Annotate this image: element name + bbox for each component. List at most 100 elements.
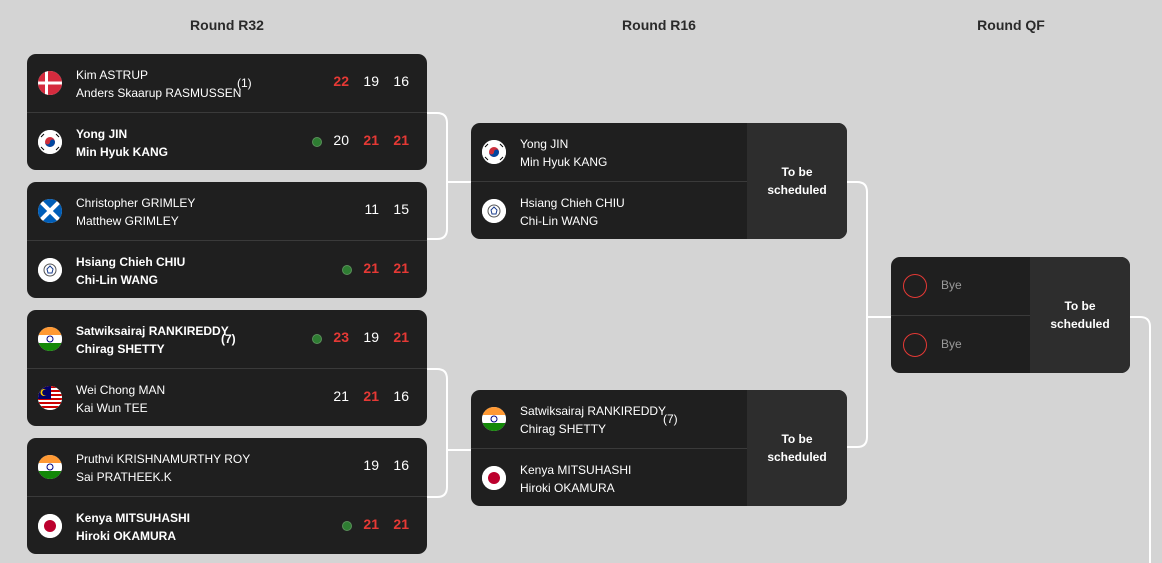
status-line: To be bbox=[1064, 299, 1096, 313]
r16-match-2[interactable]: Satwiksairaj RANKIREDDY Chirag SHETTY (7… bbox=[471, 390, 847, 506]
round-title-r16: Round R16 bbox=[622, 17, 696, 33]
status-line: scheduled bbox=[767, 183, 827, 197]
status-line: To be bbox=[781, 165, 813, 179]
r16-match-1-team-bottom[interactable]: Hsiang Chieh CHIU Chi-Lin WANG bbox=[471, 181, 747, 239]
player-name: Chirag SHETTY bbox=[520, 422, 607, 436]
match-status: To be scheduled bbox=[1030, 257, 1130, 373]
korea-flag-icon bbox=[482, 140, 506, 164]
player-name: Pruthvi KRISHNAMURTHY ROY bbox=[76, 452, 251, 466]
score-line: 22 19 16 bbox=[319, 73, 409, 89]
player-name: Chi-Lin WANG bbox=[520, 214, 599, 228]
scotland-flag-icon bbox=[38, 199, 62, 223]
player-name: Matthew GRIMLEY bbox=[76, 214, 179, 228]
game-score: 21 bbox=[363, 388, 379, 404]
player-name: Yong JIN bbox=[520, 137, 569, 151]
japan-flag-icon bbox=[482, 466, 506, 490]
player-name: Chi-Lin WANG bbox=[76, 273, 158, 287]
connector-r32-b bbox=[427, 368, 448, 498]
game-score: 16 bbox=[393, 73, 409, 89]
player-name: Hiroki OKAMURA bbox=[76, 529, 177, 543]
status-line: To be bbox=[781, 432, 813, 446]
r32-match-3-team-bottom[interactable]: Wei Chong MAN Kai Wun TEE 21 21 16 bbox=[27, 368, 427, 426]
player-name: Christopher GRIMLEY bbox=[76, 196, 196, 210]
player-name: Kenya MITSUHASHI bbox=[520, 463, 632, 477]
r32-match-2-team-bottom[interactable]: Hsiang Chieh CHIU Chi-Lin WANG 21 21 bbox=[27, 240, 427, 298]
game-score: 16 bbox=[393, 457, 409, 473]
round-title-r32: Round R32 bbox=[190, 17, 264, 33]
connector-qf-out bbox=[1130, 316, 1151, 563]
player-name: Anders Skaarup RASMUSSEN bbox=[76, 86, 242, 100]
player-name: Satwiksairaj RANKIREDDY bbox=[520, 404, 667, 418]
game-score: 19 bbox=[363, 73, 379, 89]
player-name: Hsiang Chieh CHIU bbox=[520, 196, 625, 210]
r32-match-1[interactable]: Kim ASTRUP Anders Skaarup RASMUSSEN (1) … bbox=[27, 54, 427, 170]
india-flag-icon bbox=[482, 407, 506, 431]
chinese-taipei-flag-icon bbox=[482, 199, 506, 223]
empty-slot-icon bbox=[903, 333, 927, 357]
seed-badge: (7) bbox=[663, 412, 678, 426]
game-score: 19 bbox=[363, 457, 379, 473]
game-score: 21 bbox=[363, 516, 379, 532]
game-score: 21 bbox=[393, 329, 409, 345]
score-line: 11 15 bbox=[349, 201, 409, 217]
r32-match-4[interactable]: Pruthvi KRISHNAMURTHY ROY Sai PRATHEEK.K… bbox=[27, 438, 427, 554]
score-line: 23 19 21 bbox=[319, 329, 409, 345]
qf-match-1-slot-bottom[interactable]: Bye bbox=[891, 315, 1030, 373]
seed-badge: (1) bbox=[237, 76, 252, 90]
r32-match-3[interactable]: Satwiksairaj RANKIREDDY Chirag SHETTY (7… bbox=[27, 310, 427, 426]
score-line: 21 21 bbox=[349, 260, 409, 276]
qf-match-1-slot-top[interactable]: Bye bbox=[891, 257, 1030, 315]
denmark-flag-icon bbox=[38, 71, 62, 95]
game-score: 21 bbox=[393, 260, 409, 276]
r16-match-2-team-bottom[interactable]: Kenya MITSUHASHI Hiroki OKAMURA bbox=[471, 448, 747, 506]
r32-match-4-team-bottom[interactable]: Kenya MITSUHASHI Hiroki OKAMURA 21 21 bbox=[27, 496, 427, 554]
game-score: 21 bbox=[333, 388, 349, 404]
game-score: 21 bbox=[393, 516, 409, 532]
player-name: Min Hyuk KANG bbox=[520, 155, 608, 169]
score-line: 19 16 bbox=[349, 457, 409, 473]
r32-match-1-team-top[interactable]: Kim ASTRUP Anders Skaarup RASMUSSEN (1) … bbox=[27, 54, 427, 112]
player-name: Hiroki OKAMURA bbox=[520, 481, 615, 495]
india-flag-icon bbox=[38, 455, 62, 479]
japan-flag-icon bbox=[38, 514, 62, 538]
r32-match-2-team-top[interactable]: Christopher GRIMLEY Matthew GRIMLEY 11 1… bbox=[27, 182, 427, 240]
game-score: 21 bbox=[363, 260, 379, 276]
r32-match-4-team-top[interactable]: Pruthvi KRISHNAMURTHY ROY Sai PRATHEEK.K… bbox=[27, 438, 427, 496]
game-score: 19 bbox=[363, 329, 379, 345]
india-flag-icon bbox=[38, 327, 62, 351]
round-title-qf: Round QF bbox=[977, 17, 1045, 33]
r32-match-1-team-bottom[interactable]: Yong JIN Min Hyuk KANG 20 21 21 bbox=[27, 112, 427, 170]
r16-match-1-team-top[interactable]: Yong JIN Min Hyuk KANG bbox=[471, 123, 747, 181]
game-score: 20 bbox=[333, 132, 349, 148]
empty-slot-icon bbox=[903, 274, 927, 298]
game-score: 21 bbox=[393, 132, 409, 148]
winner-dot-icon bbox=[342, 521, 352, 531]
chinese-taipei-flag-icon bbox=[38, 258, 62, 282]
player-name: Kenya MITSUHASHI bbox=[76, 511, 191, 525]
game-score: 15 bbox=[393, 201, 409, 217]
game-score: 21 bbox=[363, 132, 379, 148]
r16-match-1[interactable]: Yong JIN Min Hyuk KANG Hsiang Chieh CHIU… bbox=[471, 123, 847, 239]
status-line: scheduled bbox=[1050, 317, 1110, 331]
r16-match-2-team-top[interactable]: Satwiksairaj RANKIREDDY Chirag SHETTY (7… bbox=[471, 390, 747, 448]
connector-r16 bbox=[847, 181, 868, 448]
bye-label: Bye bbox=[941, 337, 962, 351]
score-line: 21 21 bbox=[349, 516, 409, 532]
match-status: To be scheduled bbox=[747, 123, 847, 239]
status-line: scheduled bbox=[767, 450, 827, 464]
malaysia-flag-icon bbox=[38, 386, 62, 410]
qf-match-1[interactable]: Bye Bye To be scheduled bbox=[891, 257, 1130, 373]
korea-flag-icon bbox=[38, 130, 62, 154]
r32-match-3-team-top[interactable]: Satwiksairaj RANKIREDDY Chirag SHETTY (7… bbox=[27, 310, 427, 368]
player-name: Hsiang Chieh CHIU bbox=[76, 255, 186, 269]
player-name: Kim ASTRUP bbox=[76, 68, 149, 82]
r32-match-2[interactable]: Christopher GRIMLEY Matthew GRIMLEY 11 1… bbox=[27, 182, 427, 298]
game-score: 23 bbox=[333, 329, 349, 345]
winner-dot-icon bbox=[312, 137, 322, 147]
bye-label: Bye bbox=[941, 278, 962, 292]
game-score: 16 bbox=[393, 388, 409, 404]
player-name: Yong JIN bbox=[76, 127, 128, 141]
game-score: 22 bbox=[333, 73, 349, 89]
player-name: Satwiksairaj RANKIREDDY bbox=[76, 324, 229, 338]
